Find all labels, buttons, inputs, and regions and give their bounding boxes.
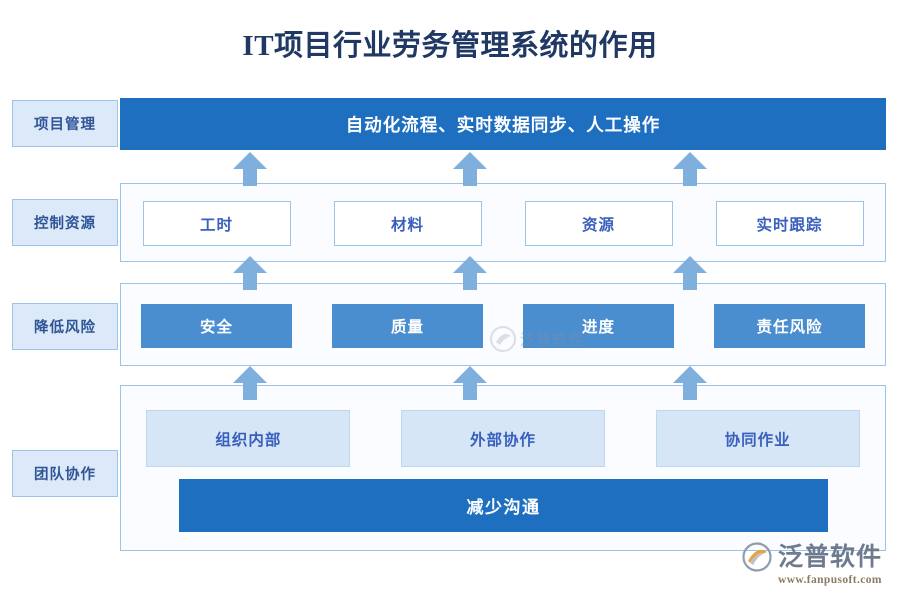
- fanpu-swoosh-icon: [742, 542, 772, 572]
- cell-quality[interactable]: 质量: [332, 304, 483, 348]
- cell-external-collaboration[interactable]: 外部协作: [400, 410, 605, 467]
- cell-progress[interactable]: 进度: [523, 304, 674, 348]
- up-arrow-icon: [233, 366, 267, 400]
- cell-resources[interactable]: 资源: [524, 201, 673, 246]
- top-bar-headline: 自动化流程、实时数据同步、人工操作: [345, 114, 661, 135]
- row-band-reduce-risk: 安全 质量 进度 责任风险: [120, 283, 886, 366]
- row-band-project-management: 自动化流程、实时数据同步、人工操作: [120, 98, 886, 150]
- footer-bar-reduce-communication[interactable]: 减少沟通: [179, 479, 828, 532]
- cell-safety[interactable]: 安全: [141, 304, 292, 348]
- stage-label-reduce-risk[interactable]: 降低风险: [12, 303, 118, 350]
- up-arrow-icon: [453, 366, 487, 400]
- up-arrow-icon: [453, 256, 487, 290]
- row-band-team-collaboration: 组织内部 外部协作 协同作业 减少沟通: [120, 385, 886, 551]
- row-band-control-resources: 工时 材料 资源 实时跟踪: [120, 183, 886, 262]
- cell-internal-organization[interactable]: 组织内部: [146, 410, 351, 467]
- stage-label-control-resources[interactable]: 控制资源: [12, 199, 118, 246]
- stage-label-project-management[interactable]: 项目管理: [12, 100, 118, 147]
- brand-logo: 泛普软件 www.fanpusoft.com: [742, 542, 882, 586]
- brand-url: www.fanpusoft.com: [777, 574, 882, 586]
- up-arrow-icon: [233, 256, 267, 290]
- up-arrow-icon: [673, 366, 707, 400]
- cell-coordinated-work[interactable]: 协同作业: [655, 410, 860, 467]
- cell-strip-team-collaboration: 组织内部 外部协作 协同作业: [121, 410, 885, 467]
- cell-strip-control-resources: 工时 材料 资源 实时跟踪: [121, 201, 885, 246]
- stage-label-team-collaboration[interactable]: 团队协作: [12, 450, 118, 497]
- cell-work-hours[interactable]: 工时: [142, 201, 291, 246]
- page-title: IT项目行业劳务管理系统的作用: [242, 30, 658, 62]
- cell-materials[interactable]: 材料: [333, 201, 482, 246]
- cell-liability-risk[interactable]: 责任风险: [714, 304, 865, 348]
- up-arrow-icon: [673, 256, 707, 290]
- up-arrow-icon: [673, 152, 707, 186]
- cell-realtime-tracking[interactable]: 实时跟踪: [715, 201, 864, 246]
- brand-name: 泛普软件: [777, 543, 882, 571]
- up-arrow-icon: [453, 152, 487, 186]
- up-arrow-icon: [233, 152, 267, 186]
- cell-strip-reduce-risk: 安全 质量 进度 责任风险: [121, 304, 885, 348]
- brand-row: 泛普软件: [742, 542, 882, 572]
